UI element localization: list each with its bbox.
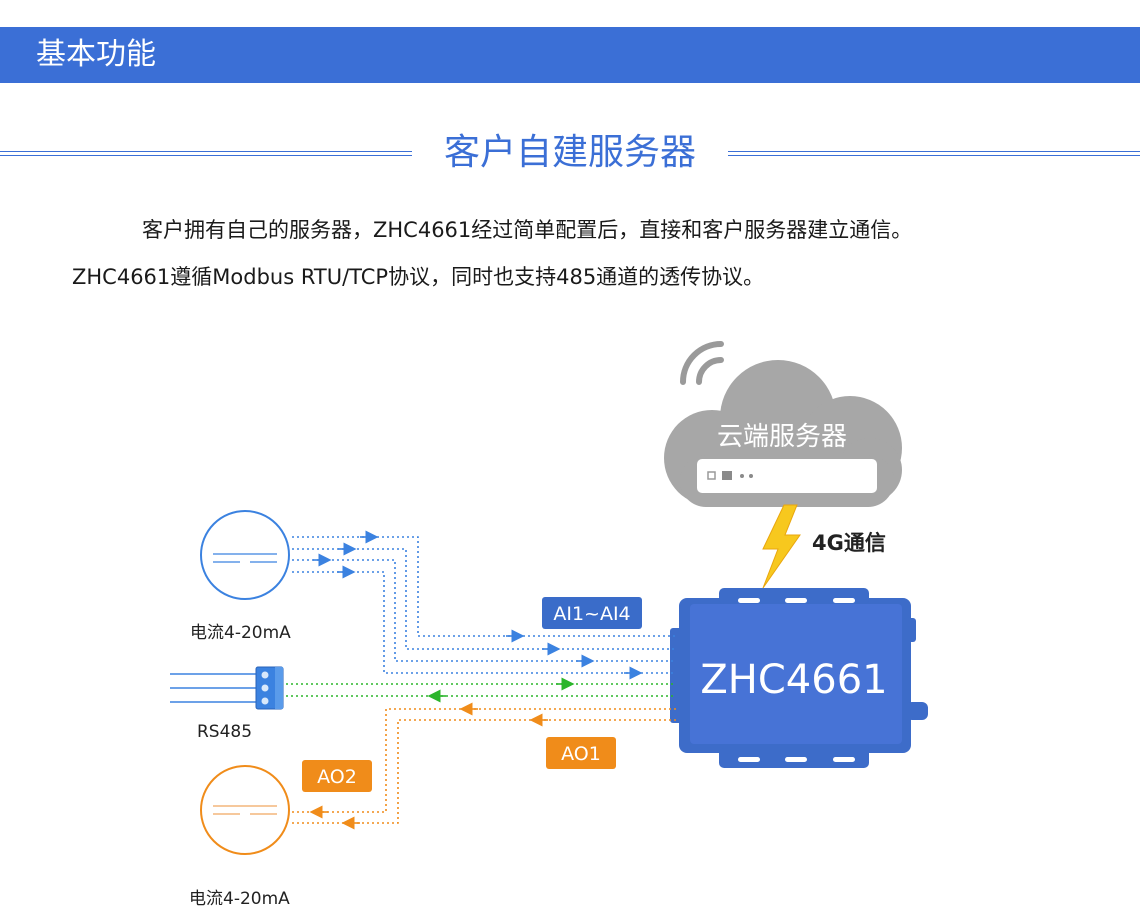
network-diagram: 云端服务器 4G通信 ZHC4661 电流4-20mA [170,341,928,909]
intro-line-2: ZHC4661遵循Modbus RTU/TCP协议，同时也支持485通道的透传协… [72,265,765,289]
header-bar: 基本功能 [0,27,1140,83]
ao-signal-lines [292,708,676,824]
cloud-server: 云端服务器 [664,341,902,507]
title-rule-left [0,151,412,156]
ai-badge-bg [542,597,642,629]
intro-line-1: 客户拥有自己的服务器，ZHC4661经过简单配置后，直接和客户服务器建立通信。 [142,218,913,242]
sensor-bottom-label: 电流4-20mA [189,889,290,909]
title-rule-right [728,151,1140,156]
header-title: 基本功能 [36,37,156,72]
cloud-label: 云端服务器 [717,422,847,452]
zhc4661-device: ZHC4661 [670,588,928,768]
wifi-signal-icon [680,341,724,385]
rs485-signal-lines [286,683,676,697]
ai-arrows [313,530,643,680]
current-sensor-top [200,510,290,600]
ao2-badge: AO2 [317,766,357,788]
rs485-label: RS485 [197,722,252,742]
ao2-badge-bg [302,760,372,792]
ao1-badge-bg [546,737,616,769]
rs485-terminal-icon [170,666,284,710]
lightning-bolt-icon [762,504,801,589]
ai-badge: AI1~AI4 [553,603,630,625]
device-label: ZHC4661 [700,657,887,703]
server-rack-icon [697,459,877,493]
ao1-badge: AO1 [561,743,601,765]
sensor-top-label: 电流4-20mA [190,623,291,643]
current-sensor-bottom [200,765,290,855]
section-title: 客户自建服务器 [443,132,696,173]
link-label: 4G通信 [812,531,886,555]
